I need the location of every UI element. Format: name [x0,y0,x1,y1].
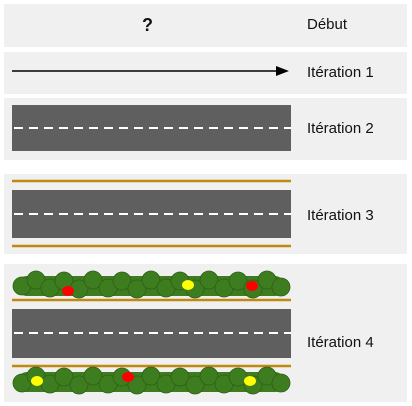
question-mark: ? [142,15,153,35]
flower-yellow [244,376,256,386]
flower-red [62,286,74,296]
row-iteration-1-panel [4,52,407,94]
label-iteration-1: Itération 1 [307,64,374,81]
bottom-bushes [12,366,291,395]
label-iteration-3: Itération 3 [307,207,374,224]
top-bushes [12,270,291,299]
arrow-head [276,66,289,76]
flower-red [122,372,134,382]
label-iteration-2: Itération 2 [307,120,374,137]
label-iteration-4: Itération 4 [307,334,374,351]
flower-yellow [182,280,194,290]
row-debut-panel [4,4,407,47]
flower-red [246,281,258,291]
label-debut: Début [307,16,348,33]
flower-yellow [31,376,43,386]
